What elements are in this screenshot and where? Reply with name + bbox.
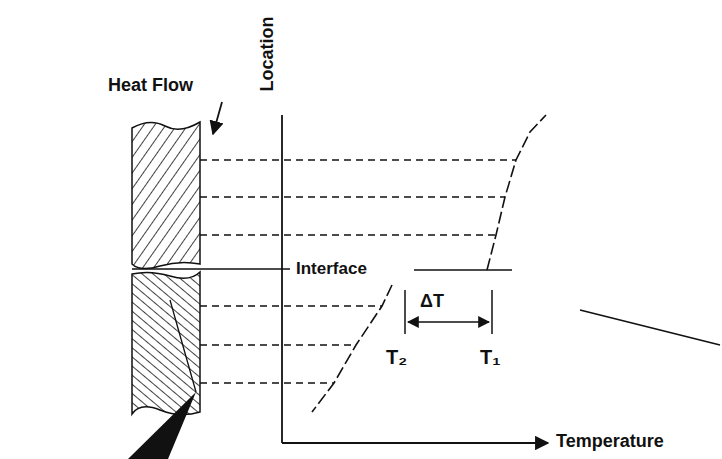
leader-line xyxy=(580,310,720,345)
temperature-axis xyxy=(282,442,548,444)
heat-flow-arrow xyxy=(213,102,222,134)
heat-flow-label: Heat Flow xyxy=(108,76,193,96)
upper-metal xyxy=(132,122,200,269)
temperature-label: T₁ xyxy=(480,346,501,368)
delta-t-label: ΔT xyxy=(420,292,444,312)
t1-tick xyxy=(491,290,493,334)
temperature-label: T₂ xyxy=(386,346,407,368)
projection-lines xyxy=(200,160,516,383)
lower-metal xyxy=(132,272,200,415)
axis-label: Temperature xyxy=(556,432,664,452)
location-axis xyxy=(281,115,283,443)
t2-tick xyxy=(404,290,406,334)
temperature-curve xyxy=(312,285,392,412)
interface-line xyxy=(414,269,512,271)
pointer-line xyxy=(170,300,196,392)
delta-t-arrow xyxy=(408,321,489,323)
temperature-curve xyxy=(487,115,546,270)
pointer-wedge xyxy=(128,392,196,459)
interface-label: Interface xyxy=(296,260,367,279)
axis-label: Location xyxy=(258,17,278,92)
interface-line xyxy=(132,268,290,270)
